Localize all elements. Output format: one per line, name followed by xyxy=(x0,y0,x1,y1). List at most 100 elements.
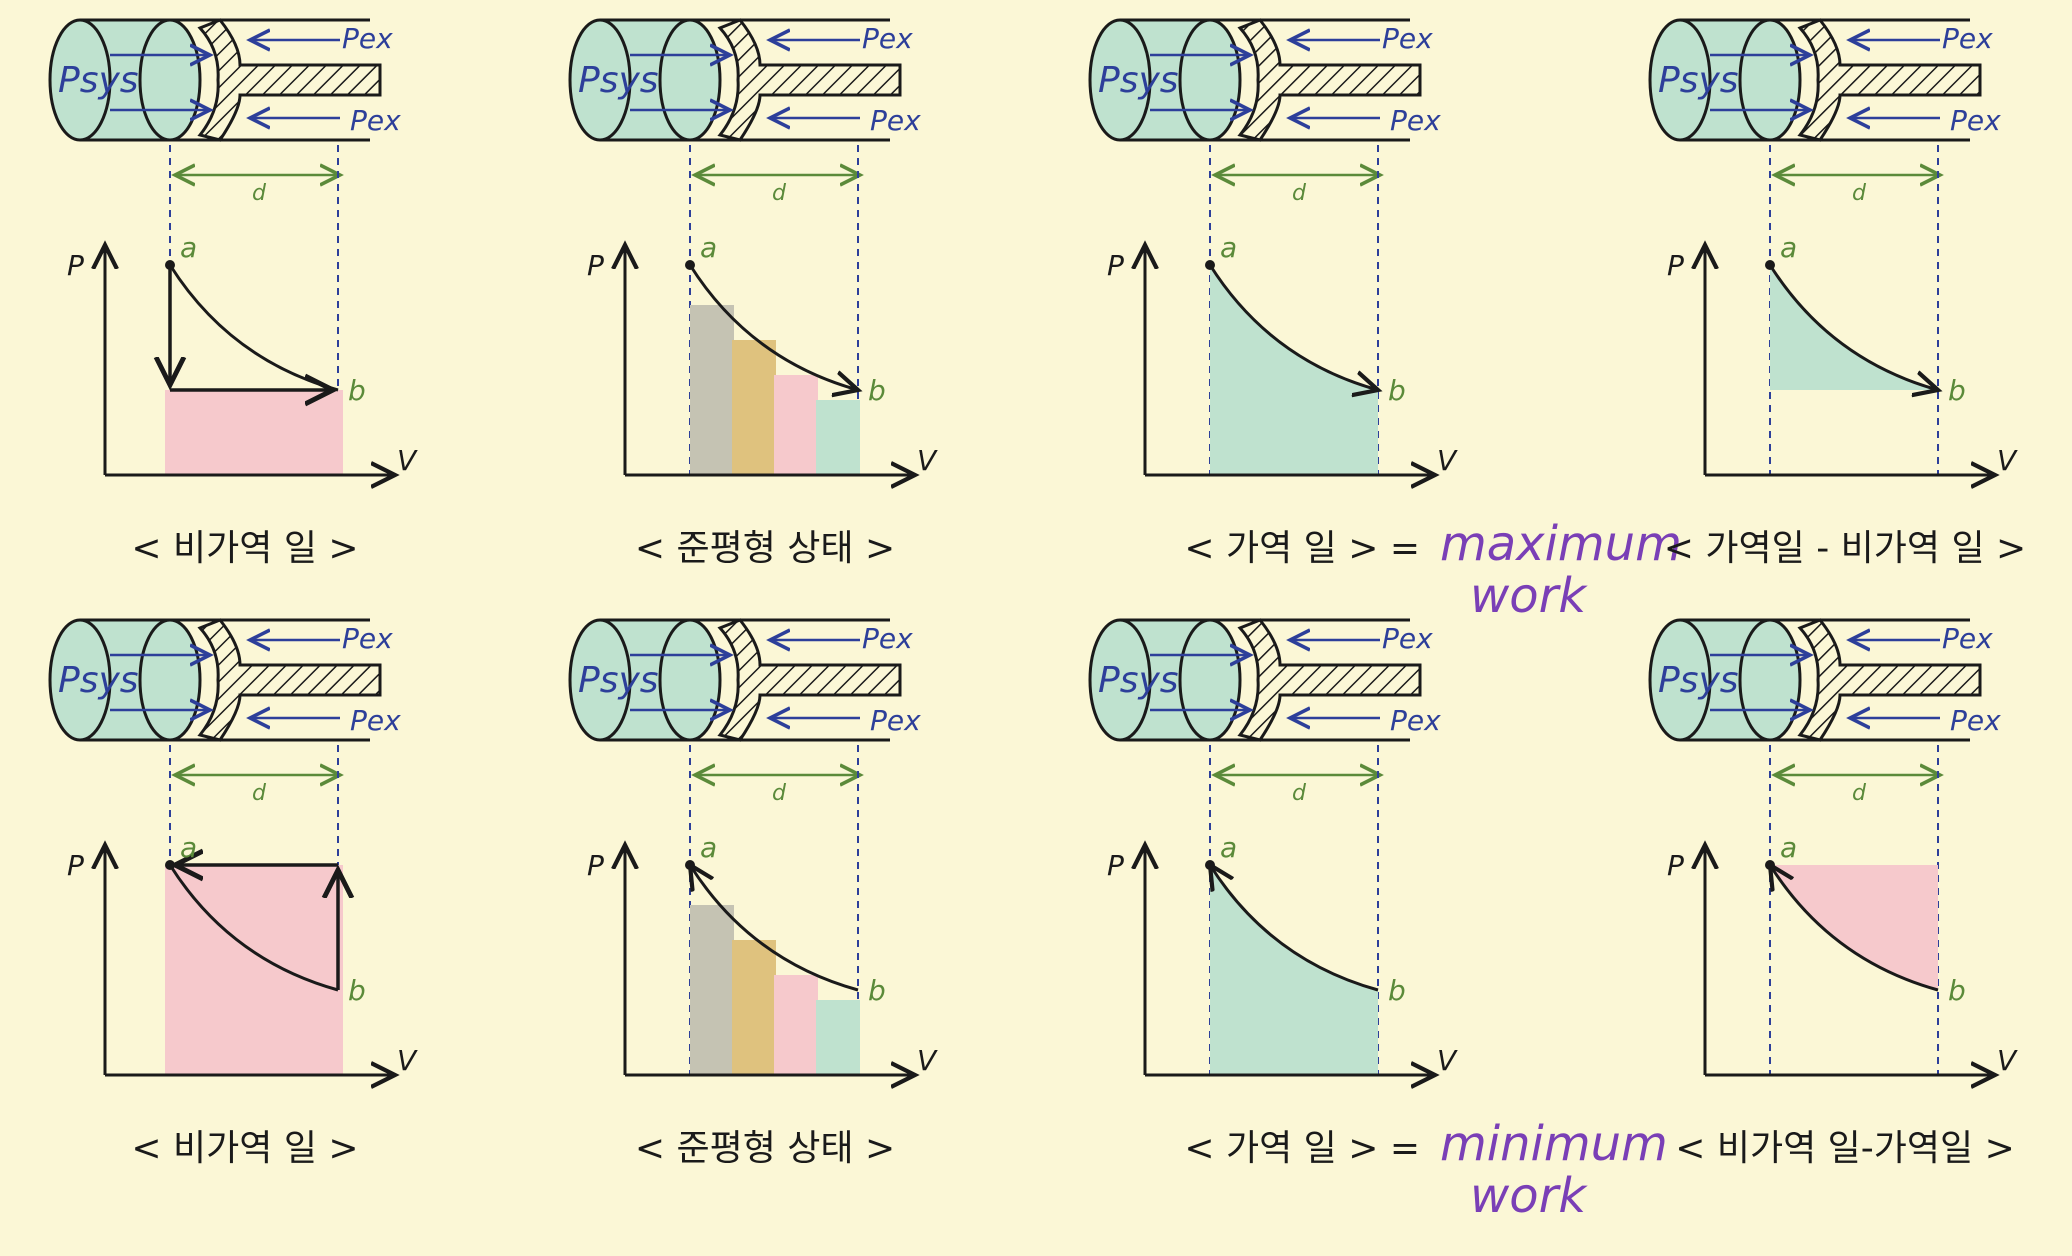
piston-rod xyxy=(1797,618,1982,742)
piston-rod xyxy=(1237,18,1422,142)
pex-label: Pex xyxy=(870,704,921,737)
psys-label: Psys xyxy=(58,60,139,101)
process-curve xyxy=(168,264,339,392)
piston-face xyxy=(658,618,722,742)
point-a-label: a xyxy=(1780,231,1797,264)
point-a-label: a xyxy=(180,831,197,864)
distance-label: d xyxy=(252,181,267,206)
work-note: maximum xyxy=(1440,516,1682,572)
pex-label: Pex xyxy=(350,704,401,737)
point-a-label: a xyxy=(180,231,197,264)
panel-caption: < 비가역 일 > xyxy=(131,1128,358,1169)
distance-label: d xyxy=(1852,781,1867,806)
v-axis-label: V xyxy=(1437,444,1458,477)
process-curve xyxy=(1210,865,1379,992)
pex-label: Pex xyxy=(862,22,913,55)
v-axis-label: V xyxy=(397,1044,418,1077)
panel-caption: < 준평형 상태 > xyxy=(635,1128,895,1169)
work-area xyxy=(1210,265,1378,475)
process-curve xyxy=(688,264,858,390)
v-axis-label: V xyxy=(917,1044,938,1077)
piston-face xyxy=(1738,618,1802,742)
point-a xyxy=(1765,260,1775,270)
work-note: work xyxy=(1470,1168,1588,1224)
psys-label: Psys xyxy=(1658,60,1739,101)
pex-label: Pex xyxy=(342,622,393,655)
piston-face xyxy=(138,18,202,142)
point-b-label: b xyxy=(1388,374,1406,407)
process-curve xyxy=(1768,264,1938,390)
psys-label: Psys xyxy=(578,60,659,101)
point-b-label: b xyxy=(1948,374,1966,407)
p-axis-label: P xyxy=(67,849,84,882)
distance-label: d xyxy=(772,781,787,806)
piston-face xyxy=(1178,618,1242,742)
piston-face xyxy=(1738,18,1802,142)
point-b-label: b xyxy=(868,374,886,407)
pex-label: Pex xyxy=(1382,22,1433,55)
point-a-label: a xyxy=(700,231,717,264)
piston-rod xyxy=(197,18,382,142)
process-curve xyxy=(1208,264,1378,390)
panel-caption: < 가역일 - 비가역 일 > xyxy=(1664,528,2026,569)
p-axis-label: P xyxy=(1107,249,1124,282)
piston-face xyxy=(658,18,722,142)
panel-caption: < 가역 일 > = xyxy=(1184,528,1420,569)
point-a xyxy=(1205,260,1215,270)
v-axis-label: V xyxy=(917,444,938,477)
work-area xyxy=(165,390,343,475)
p-axis-label: P xyxy=(1107,849,1124,882)
point-a xyxy=(1765,860,1775,870)
p-axis-label: P xyxy=(1667,249,1684,282)
piston-rod xyxy=(717,618,902,742)
point-a xyxy=(165,860,175,870)
point-a-label: a xyxy=(1220,831,1237,864)
piston-rod xyxy=(717,18,902,142)
step-bar xyxy=(774,975,818,1075)
work-note: work xyxy=(1470,568,1588,624)
point-a-label: a xyxy=(1780,831,1797,864)
piston-rod xyxy=(1237,618,1422,742)
psys-label: Psys xyxy=(58,660,139,701)
point-b-label: b xyxy=(1388,974,1406,1007)
step-bar xyxy=(690,305,734,475)
distance-label: d xyxy=(1292,181,1307,206)
pex-label: Pex xyxy=(1390,104,1441,137)
v-axis-label: V xyxy=(397,444,418,477)
step-bar xyxy=(774,375,818,475)
step-bar xyxy=(732,340,776,475)
pex-label: Pex xyxy=(870,104,921,137)
psys-label: Psys xyxy=(1098,660,1179,701)
point-b-label: b xyxy=(348,974,366,1007)
distance-label: d xyxy=(252,781,267,806)
process-curve xyxy=(168,864,339,992)
point-b-label: b xyxy=(1948,974,1966,1007)
pex-label: Pex xyxy=(862,622,913,655)
piston-face xyxy=(1178,18,1242,142)
panel-caption: < 준평형 상태 > xyxy=(635,528,895,569)
point-b-label: b xyxy=(868,974,886,1007)
step-bar xyxy=(690,905,734,1075)
point-a xyxy=(685,260,695,270)
point-a-label: a xyxy=(700,831,717,864)
pex-label: Pex xyxy=(1950,704,2001,737)
work-area xyxy=(1770,265,1938,390)
panel-caption: < 가역 일 > = xyxy=(1184,1128,1420,1169)
point-b-label: b xyxy=(348,374,366,407)
panel-caption: < 비가역 일-가역일 > xyxy=(1675,1128,2015,1169)
pex-label: Pex xyxy=(1950,104,2001,137)
step-bar xyxy=(816,400,860,475)
pex-label: Pex xyxy=(350,104,401,137)
distance-label: d xyxy=(1852,181,1867,206)
distance-label: d xyxy=(1292,781,1307,806)
piston-rod xyxy=(197,618,382,742)
piston-rod xyxy=(1797,18,1982,142)
point-a xyxy=(685,860,695,870)
